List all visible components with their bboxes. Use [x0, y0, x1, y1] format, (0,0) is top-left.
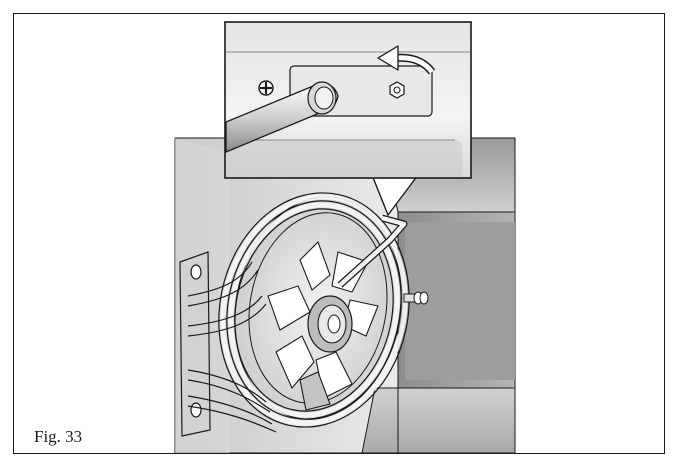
mounting-bracket	[179, 251, 211, 437]
element-terminals	[187, 261, 277, 433]
figure-caption: Fig. 33	[34, 427, 83, 446]
hex-nut-icon	[389, 81, 405, 99]
cavity-inner-wall	[405, 222, 515, 380]
counterclockwise-arrow-icon	[377, 45, 436, 75]
detail-inset	[224, 21, 472, 217]
heating-element	[218, 192, 410, 428]
bracket-hole-bottom	[190, 402, 202, 418]
bracket-hole-top	[190, 264, 202, 280]
phillips-screw-icon	[258, 80, 274, 96]
fan-shaft-bolt	[403, 291, 429, 305]
inset-rod	[225, 81, 339, 153]
cavity-floor	[361, 387, 516, 454]
hex-key-tool	[337, 214, 408, 288]
